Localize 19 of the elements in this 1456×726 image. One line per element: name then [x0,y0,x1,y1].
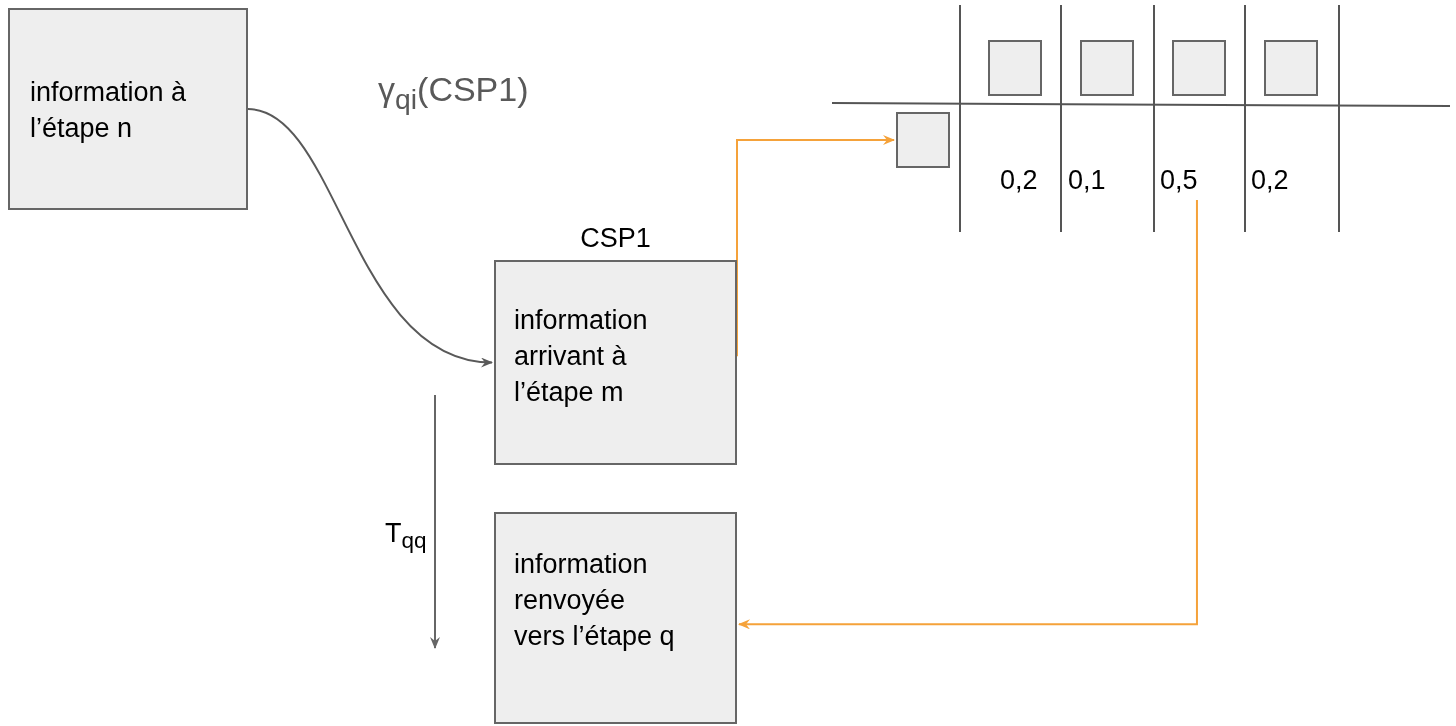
table-value: 0,1 [1068,164,1106,197]
table-value: 0,2 [1251,164,1289,197]
process-box [494,512,737,724]
arrow [738,199,1198,630]
small-square [1172,40,1226,96]
process-box [8,8,248,210]
box-text: information à l’étape n [30,76,188,145]
arrow [247,108,493,366]
axis-label: T$_{qq}$ [385,517,427,556]
table-value: 0,5 [1160,162,1198,198]
box-heading: CSP1 [579,222,652,254]
box-text: information renvoyée vers l’étape q [514,548,676,653]
small-square [1080,40,1134,96]
table-value: 0,2 [1000,164,1038,197]
small-square [1264,40,1318,96]
edge-label: γ$_{qi}$(CSP1) [378,70,529,116]
small-square [988,40,1042,96]
box-text: information arrivant à l’étape m [514,304,649,409]
small-square [896,112,950,168]
